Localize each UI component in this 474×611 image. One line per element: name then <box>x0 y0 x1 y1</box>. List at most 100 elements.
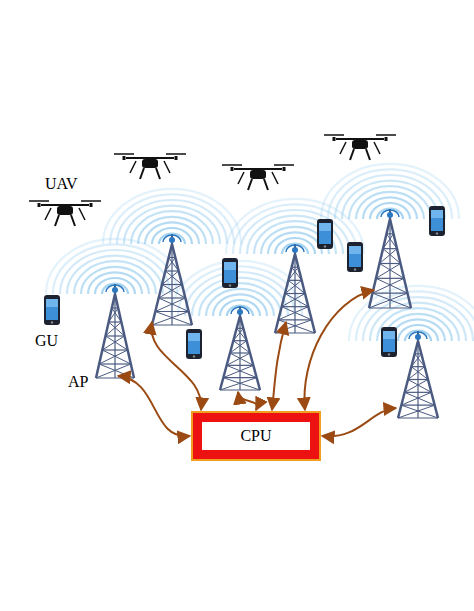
signal-wave <box>124 206 220 244</box>
gu-phone <box>347 242 363 272</box>
signal-wave <box>138 217 206 244</box>
shape <box>431 210 443 231</box>
shape <box>165 270 178 271</box>
shape <box>401 392 431 405</box>
shape <box>57 206 73 215</box>
shape <box>51 321 53 323</box>
ap-tower <box>152 234 192 325</box>
shape <box>223 365 253 377</box>
element-label: GU <box>35 333 58 349</box>
shape <box>126 157 174 159</box>
shape <box>227 353 250 365</box>
ap-tower <box>96 284 134 378</box>
shape <box>229 284 231 286</box>
shape <box>347 242 363 272</box>
shape <box>55 215 75 226</box>
shape <box>106 285 124 292</box>
shape <box>292 267 299 268</box>
shape <box>162 285 185 299</box>
shape <box>166 153 186 155</box>
link-arrow <box>304 290 374 410</box>
shape <box>288 267 298 280</box>
shape <box>106 335 125 336</box>
shape <box>385 137 388 141</box>
shape <box>324 245 326 247</box>
shape <box>106 322 122 336</box>
signal-wave <box>282 244 308 254</box>
shape <box>285 293 305 294</box>
shape <box>29 200 49 202</box>
shape <box>336 138 384 140</box>
shape <box>282 307 312 320</box>
shape <box>373 293 412 308</box>
shape <box>114 153 134 155</box>
shape <box>278 307 308 320</box>
ap-tower <box>398 331 438 418</box>
signal-wave <box>102 284 128 294</box>
shape <box>383 249 401 264</box>
shape <box>45 208 85 220</box>
shape <box>275 320 312 333</box>
gu-phone <box>222 258 238 288</box>
shape <box>222 164 242 166</box>
shape <box>376 264 401 279</box>
shape <box>238 172 278 184</box>
gu-phone <box>317 219 333 249</box>
shape <box>109 321 122 322</box>
shape <box>175 156 178 160</box>
shape <box>165 258 175 272</box>
shape <box>188 333 200 341</box>
shape <box>383 234 394 249</box>
shape <box>46 299 58 320</box>
shape <box>411 367 428 380</box>
shape <box>81 200 101 202</box>
shape <box>319 223 331 231</box>
signal-wave <box>268 232 322 254</box>
uav-drone <box>324 135 396 160</box>
shape <box>223 377 256 378</box>
shape <box>349 246 361 254</box>
gu-phone <box>186 329 202 359</box>
link-arrow <box>322 408 396 436</box>
shape <box>102 336 124 350</box>
signal-wave <box>185 272 295 316</box>
shape <box>408 367 425 380</box>
shape <box>282 306 309 307</box>
shape <box>381 327 397 357</box>
signal-wave <box>171 261 309 316</box>
signal-wave <box>349 186 431 219</box>
shape <box>220 378 257 390</box>
gu-phone <box>429 206 445 236</box>
shape <box>90 203 93 207</box>
shape <box>376 278 408 293</box>
shape <box>155 298 185 312</box>
shape <box>380 264 405 279</box>
signal-wave <box>206 289 274 316</box>
signal-wave <box>370 303 466 341</box>
shape <box>388 353 390 355</box>
shape <box>333 137 336 141</box>
shape <box>96 364 131 378</box>
shape <box>380 249 398 264</box>
shape <box>340 142 380 154</box>
shape <box>349 246 361 267</box>
shape <box>46 299 58 307</box>
shape <box>152 312 189 326</box>
shape <box>319 223 331 244</box>
shape <box>99 350 128 364</box>
shape <box>369 293 408 308</box>
shape <box>169 257 176 258</box>
shape <box>398 405 435 418</box>
shape <box>274 164 294 166</box>
shape <box>387 233 394 234</box>
signal-wave <box>377 308 459 341</box>
gu-phone <box>44 295 60 325</box>
shape <box>233 340 246 341</box>
signal-wave <box>363 197 417 219</box>
element-label: UAV <box>45 176 78 192</box>
signal-wave <box>213 294 267 316</box>
shape <box>224 262 236 283</box>
shape <box>431 210 443 218</box>
shape <box>237 328 244 329</box>
